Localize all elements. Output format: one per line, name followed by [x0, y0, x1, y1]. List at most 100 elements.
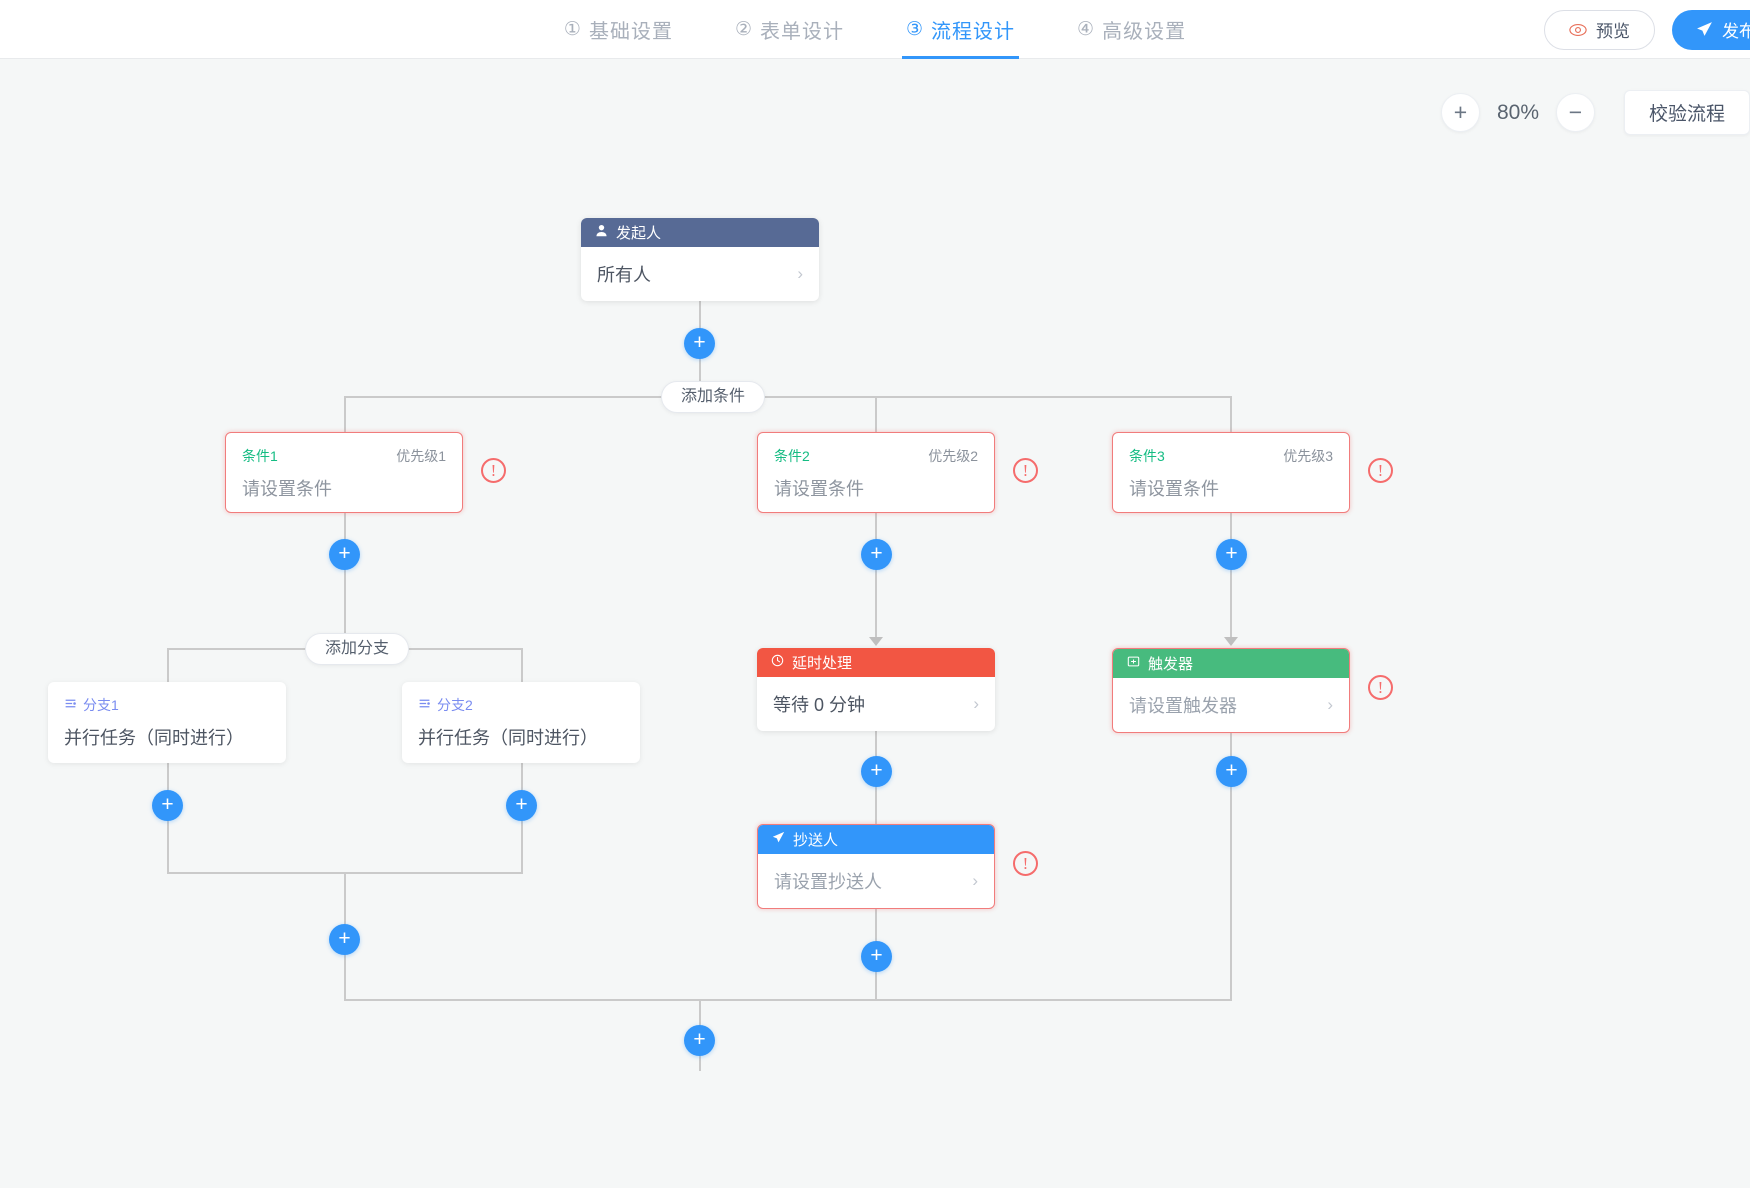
- add-node-button-bottom[interactable]: +: [684, 1025, 715, 1056]
- validate-process-button[interactable]: 校验流程: [1623, 90, 1750, 135]
- node-condition-2[interactable]: 条件2 优先级2 请设置条件: [757, 432, 995, 513]
- zoom-in-button[interactable]: +: [1440, 93, 1480, 132]
- tab-index-1: ①: [563, 18, 582, 40]
- node-trigger-title: 触发器: [1148, 656, 1194, 673]
- connector-bus-to-condition-1: [344, 396, 346, 434]
- condition-3-body: 请设置条件: [1129, 479, 1219, 499]
- zoom-out-button[interactable]: −: [1555, 93, 1595, 132]
- add-condition-button[interactable]: 添加条件: [661, 381, 766, 413]
- condition-1-name: 条件1: [242, 448, 278, 464]
- connector-bus-to-condition-3: [1230, 396, 1232, 434]
- eye-icon: [1569, 21, 1587, 39]
- tab-label-3: 流程设计: [931, 20, 1016, 43]
- error-badge-condition-3[interactable]: !: [1368, 458, 1393, 483]
- condition-2-priority: 优先级2: [928, 448, 978, 464]
- preview-label: 预览: [1596, 22, 1630, 41]
- branch-1-body: 并行任务（同时进行）: [64, 728, 244, 748]
- arrow-to-delay: [869, 637, 883, 646]
- condition-1-priority: 优先级1: [396, 448, 446, 464]
- paper-plane-icon: [772, 831, 785, 848]
- node-cc-title: 抄送人: [793, 832, 839, 849]
- tab-index-3: ③: [906, 18, 925, 40]
- add-branch-button[interactable]: 添加分支: [305, 633, 410, 665]
- paper-plane-icon: [1696, 21, 1713, 38]
- chevron-right-icon: ›: [973, 694, 979, 713]
- node-cc-value: 请设置抄送人: [774, 872, 882, 892]
- node-condition-1[interactable]: 条件1 优先级1 请设置条件: [225, 432, 463, 513]
- add-node-button-after-cc[interactable]: +: [861, 941, 892, 972]
- error-badge-condition-1[interactable]: !: [481, 458, 506, 483]
- node-cc-body[interactable]: 请设置抄送人 ›: [758, 854, 994, 908]
- condition-3-priority: 优先级3: [1283, 448, 1333, 464]
- node-trigger-body[interactable]: 请设置触发器 ›: [1113, 678, 1349, 732]
- arrow-to-trigger: [1224, 637, 1238, 646]
- condition-2-meta: 条件2 优先级2: [774, 446, 978, 466]
- condition-1-meta: 条件1 优先级1: [242, 446, 446, 466]
- branch-icon: [418, 697, 431, 713]
- tab-label-4: 高级设置: [1102, 20, 1187, 43]
- add-node-button-after-condition-3[interactable]: +: [1216, 539, 1247, 570]
- node-initiator-header: 发起人: [581, 218, 819, 247]
- tab-advanced-settings[interactable]: ④ 高级设置: [1077, 0, 1186, 59]
- clock-icon: [771, 654, 784, 671]
- error-badge-condition-2[interactable]: !: [1013, 458, 1038, 483]
- chevron-right-icon: ›: [797, 264, 803, 283]
- connector-bus-to-branch-2: [521, 648, 523, 684]
- condition-1-body: 请设置条件: [242, 479, 332, 499]
- connector-condition-1-down: [344, 513, 346, 649]
- tab-form-design[interactable]: ② 表单设计: [735, 0, 844, 59]
- node-branch-2[interactable]: 分支2 并行任务（同时进行）: [402, 682, 640, 763]
- chevron-right-icon: ›: [1327, 695, 1333, 714]
- node-initiator-title: 发起人: [616, 225, 662, 242]
- add-node-button-after-initiator[interactable]: +: [684, 328, 715, 359]
- connector-condition-3-down: [1230, 513, 1232, 643]
- connector-trigger-down: [1230, 731, 1232, 1000]
- step-tabs: ① 基础设置 ② 表单设计 ③ 流程设计 ④ 高级设置: [564, 0, 1186, 59]
- node-branch-1[interactable]: 分支1 并行任务（同时进行）: [48, 682, 286, 763]
- publish-label: 发布: [1722, 22, 1750, 41]
- top-bar-actions: 预览 发布: [1544, 0, 1750, 59]
- node-delay[interactable]: 延时处理 等待 0 分钟 ›: [757, 648, 995, 731]
- chevron-right-icon: ›: [972, 871, 978, 890]
- node-cc[interactable]: 抄送人 请设置抄送人 ›: [757, 824, 995, 909]
- condition-2-body: 请设置条件: [774, 479, 864, 499]
- flow-canvas[interactable]: 发起人 所有人 › + 添加条件 条件1 优先级1 请设置条件 ! 条件2 优先…: [0, 59, 1750, 1188]
- zoom-level-value: 80%: [1496, 100, 1539, 124]
- node-initiator-body[interactable]: 所有人 ›: [581, 247, 819, 301]
- user-icon: [595, 224, 608, 241]
- tab-label-1: 基础设置: [588, 20, 673, 43]
- publish-button[interactable]: 发布: [1672, 9, 1750, 50]
- node-delay-body[interactable]: 等待 0 分钟 ›: [757, 677, 995, 731]
- top-bar: ① 基础设置 ② 表单设计 ③ 流程设计 ④ 高级设置 预览 发布: [0, 0, 1750, 59]
- zoom-toolbar: + 80% − 校验流程: [1440, 90, 1750, 135]
- node-initiator[interactable]: 发起人 所有人 ›: [581, 218, 819, 301]
- add-node-button-after-condition-2[interactable]: +: [861, 539, 892, 570]
- add-node-button-after-delay[interactable]: +: [861, 756, 892, 787]
- node-delay-header: 延时处理: [757, 648, 995, 677]
- add-node-button-after-branches[interactable]: +: [329, 924, 360, 955]
- error-badge-cc[interactable]: !: [1013, 851, 1038, 876]
- node-trigger[interactable]: 触发器 请设置触发器 ›: [1112, 648, 1350, 733]
- condition-3-name: 条件3: [1129, 448, 1165, 464]
- tab-process-design[interactable]: ③ 流程设计: [901, 0, 1020, 59]
- preview-button[interactable]: 预览: [1544, 9, 1655, 50]
- add-node-button-after-condition-1[interactable]: +: [329, 539, 360, 570]
- connector-bottom-merge-bus: [344, 999, 1232, 1001]
- connector-condition-2-down: [875, 513, 877, 643]
- tab-index-2: ②: [734, 18, 753, 40]
- node-condition-3[interactable]: 条件3 优先级3 请设置条件: [1112, 432, 1350, 513]
- node-trigger-value: 请设置触发器: [1129, 696, 1237, 716]
- branch-1-name: 分支1: [83, 697, 119, 713]
- node-delay-value: 等待 0 分钟: [773, 695, 866, 715]
- condition-3-meta: 条件3 优先级3: [1129, 446, 1333, 466]
- tab-basic-settings[interactable]: ① 基础设置: [564, 0, 673, 59]
- trigger-icon: [1127, 655, 1140, 672]
- error-badge-trigger[interactable]: !: [1368, 675, 1393, 700]
- branch-2-name: 分支2: [437, 697, 473, 713]
- node-initiator-value: 所有人: [597, 265, 651, 285]
- node-cc-header: 抄送人: [758, 825, 994, 854]
- connector-to-condition-row: [699, 359, 701, 397]
- add-node-button-branch-2[interactable]: +: [506, 790, 537, 821]
- add-node-button-branch-1[interactable]: +: [152, 790, 183, 821]
- add-node-button-after-trigger[interactable]: +: [1216, 756, 1247, 787]
